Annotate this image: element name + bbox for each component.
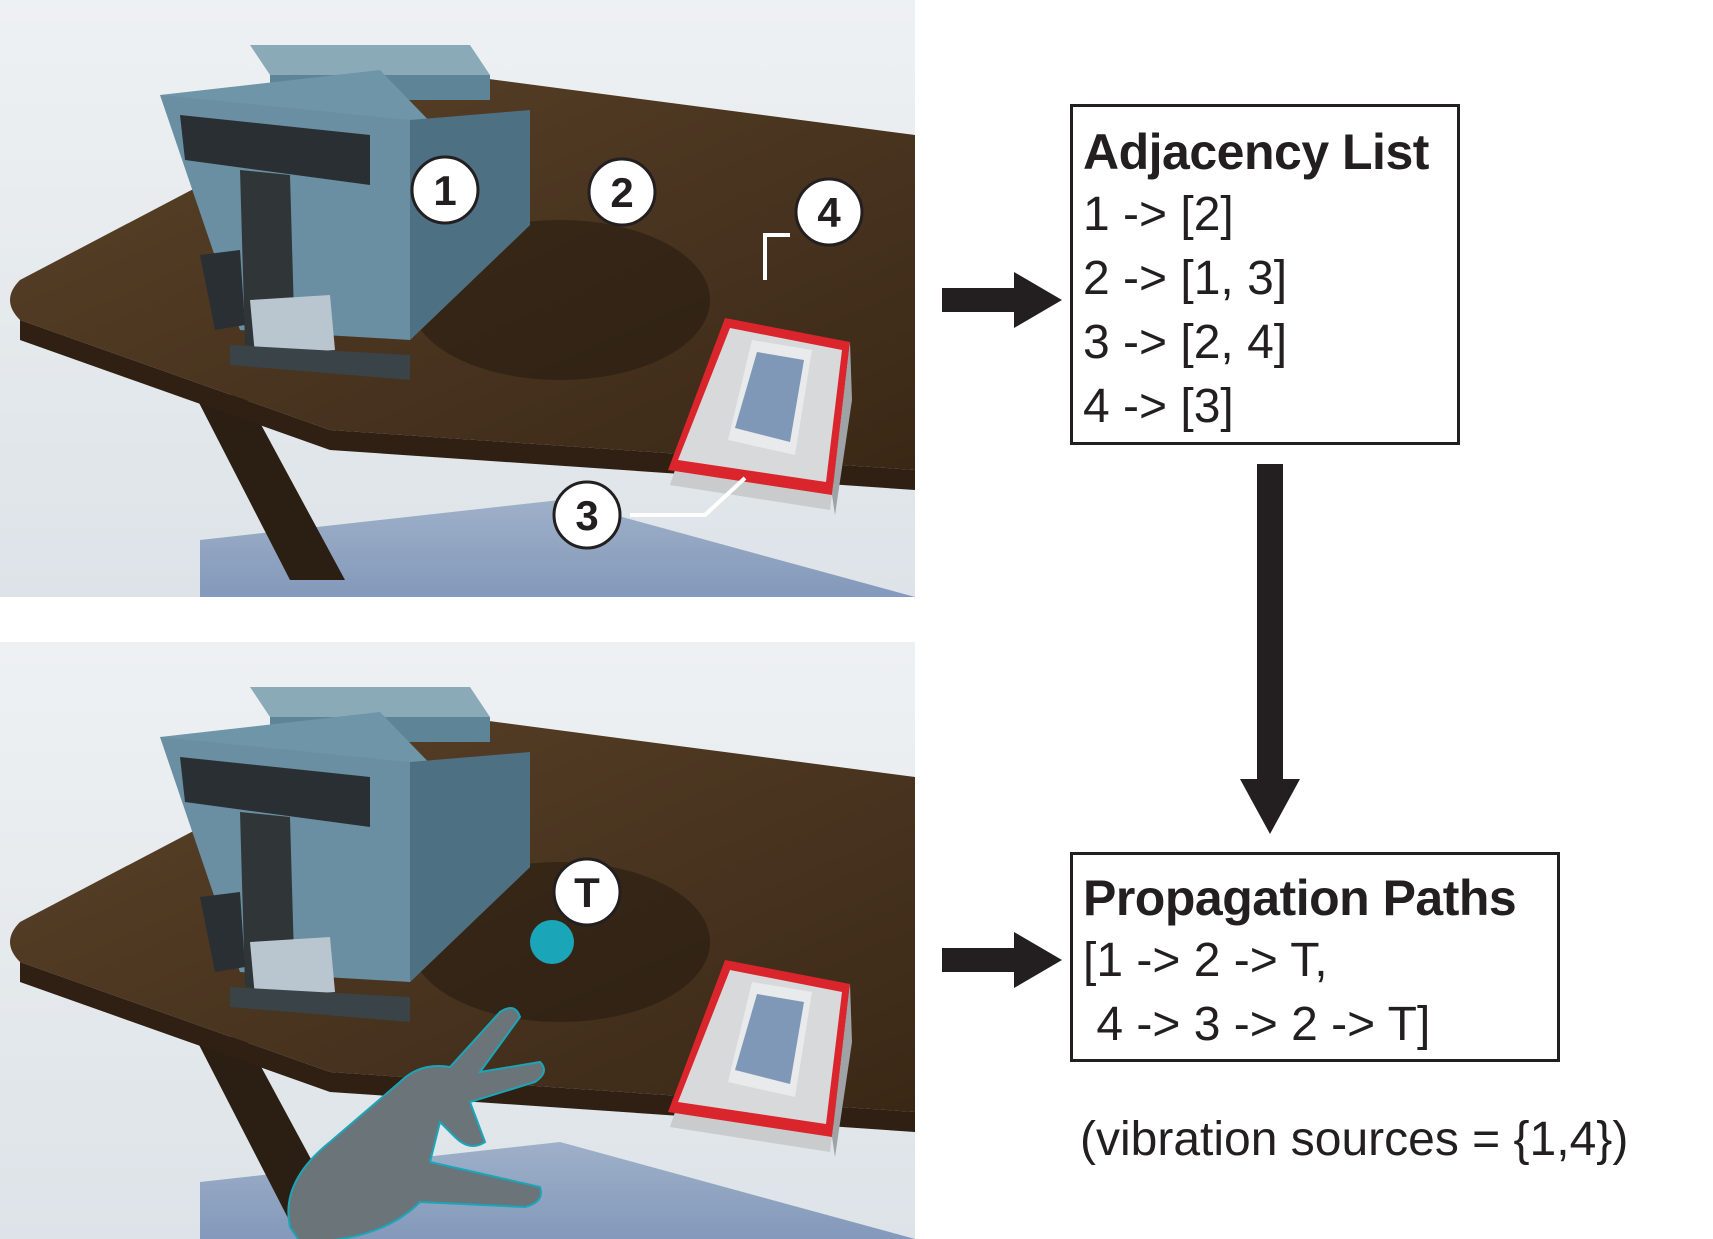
propagation-paths-box: Propagation Paths [1 -> 2 -> T, 4 -> 3 -… — [1070, 852, 1560, 1062]
marker-t-label: T — [574, 869, 600, 916]
table-leg — [195, 395, 345, 580]
adjacency-line: 4 -> [3] — [1083, 380, 1234, 433]
leader-line-3 — [630, 476, 747, 517]
phone — [728, 340, 812, 455]
adjacency-list-title: Adjacency List — [1083, 124, 1429, 180]
marker-3: 3 — [552, 480, 622, 550]
marker-t: T — [552, 857, 622, 927]
marker-4: 4 — [794, 177, 864, 247]
propagation-line: 4 -> 3 -> 2 -> T] — [1083, 998, 1431, 1051]
touch-point — [530, 920, 574, 964]
vibration-sources-note: (vibration sources = {1,4}) — [1080, 1113, 1629, 1166]
arrow-right-bottom — [942, 932, 1062, 988]
adjacency-line: 3 -> [2, 4] — [1083, 316, 1288, 369]
propagation-paths-title: Propagation Paths — [1083, 870, 1517, 926]
marker-1: 1 — [410, 155, 480, 225]
hand-icon — [287, 1007, 545, 1239]
arrow-down — [1240, 464, 1300, 834]
adjacency-list-box: Adjacency List 1 -> [2] 2 -> [1, 3] 3 ->… — [1070, 104, 1460, 445]
marker-3-label: 3 — [575, 492, 598, 539]
adjacency-line: 1 -> [2] — [1083, 188, 1234, 241]
adjacency-line: 2 -> [1, 3] — [1083, 252, 1288, 305]
propagation-line: [1 -> 2 -> T, — [1083, 934, 1328, 987]
coffee-machine — [160, 45, 530, 380]
scene-bottom: T — [0, 642, 915, 1239]
phone — [728, 982, 812, 1097]
scene-top: 1 2 4 3 — [0, 0, 915, 597]
coffee-machine — [160, 687, 530, 1022]
marker-2-label: 2 — [610, 169, 633, 216]
floor-shadow — [200, 500, 915, 597]
arrow-right-top — [942, 272, 1062, 328]
leader-line-4 — [763, 233, 790, 280]
marker-2: 2 — [587, 157, 657, 227]
marker-4-label: 4 — [817, 189, 841, 236]
marker-1-label: 1 — [433, 167, 456, 214]
